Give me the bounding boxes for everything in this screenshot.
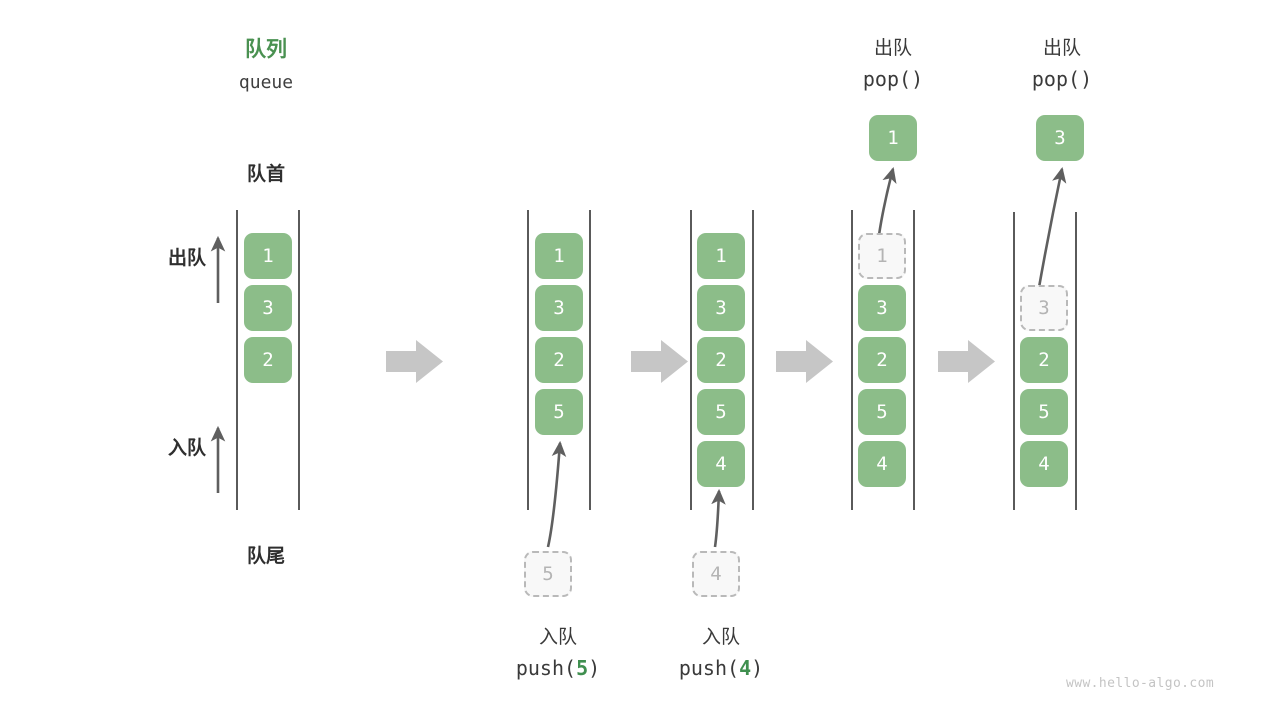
queue-cell: 3 (858, 285, 906, 331)
pop3-op-label-cn: 出队 (1042, 38, 1081, 59)
site-watermark: www.hello-algo.com (1066, 676, 1215, 691)
transition-arrow-3 (776, 340, 833, 383)
pop1-code-suffix: ) (911, 67, 924, 91)
queue-cell: 1 (697, 233, 745, 279)
push4-code-arg: 4 (739, 656, 752, 680)
queue-rail-right (752, 210, 754, 510)
enqueue-direction-label: 入队 (167, 438, 206, 459)
queue-cell-removed: 1 (858, 233, 906, 279)
queue-cell: 4 (858, 441, 906, 487)
push5-code-arg: 5 (576, 656, 589, 680)
queue-cell: 5 (1020, 389, 1068, 435)
queue-rail-left (851, 210, 853, 510)
queue-rail-left (690, 210, 692, 510)
queue-rail-right (298, 210, 300, 510)
queue-rail-right (1075, 212, 1077, 510)
queue-title-cn: 队列 (245, 38, 287, 61)
pop3-code-suffix: ) (1080, 67, 1093, 91)
pending-push-element: 4 (692, 551, 740, 597)
queue-rail-left (236, 210, 238, 510)
queue-cell: 2 (1020, 337, 1068, 383)
queue-cell: 2 (244, 337, 292, 383)
pop1-op-code: pop() (813, 67, 973, 91)
queue-cell: 5 (535, 389, 583, 435)
queue-cell: 4 (697, 441, 745, 487)
queue-cell: 3 (535, 285, 583, 331)
push-motion-arrow (546, 440, 567, 548)
push4-op-label-cn: 入队 (701, 627, 740, 648)
push4-code-suffix: ) (751, 656, 764, 680)
dequeue-direction-label: 出队 (167, 248, 206, 269)
queue-rail-right (589, 210, 591, 510)
transition-arrow-2 (631, 340, 688, 383)
push5-op-code: push(5) (478, 656, 638, 680)
queue-rail-left (1013, 212, 1015, 510)
popped-element: 1 (869, 115, 917, 161)
queue-cell: 5 (858, 389, 906, 435)
queue-cell: 4 (1020, 441, 1068, 487)
queue-cell: 2 (535, 337, 583, 383)
pop1-code-prefix: pop( (862, 67, 912, 91)
queue-cell: 3 (697, 285, 745, 331)
queue-cell: 1 (244, 233, 292, 279)
queue-cell-removed: 3 (1020, 285, 1068, 331)
push5-code-prefix: push( (515, 656, 577, 680)
queue-tail-label: 队尾 (246, 546, 285, 567)
transition-arrow-4 (938, 340, 995, 383)
push4-op-code: push(4) (641, 656, 801, 680)
push4-code-prefix: push( (678, 656, 740, 680)
direction-arrows (210, 235, 226, 493)
pop3-op-code: pop() (982, 67, 1142, 91)
queue-cell: 3 (244, 285, 292, 331)
queue-head-label: 队首 (246, 164, 285, 185)
queue-rail-left (527, 210, 529, 510)
queue-cell: 1 (535, 233, 583, 279)
pop1-op-label-cn: 出队 (873, 38, 912, 59)
queue-cell: 5 (697, 389, 745, 435)
queue-cell: 2 (858, 337, 906, 383)
push5-op-label-cn: 入队 (538, 627, 577, 648)
pending-push-element: 5 (524, 551, 572, 597)
pop3-code-prefix: pop( (1031, 67, 1081, 91)
popped-element: 3 (1036, 115, 1084, 161)
push-motion-arrow (711, 488, 726, 548)
queue-title-en: queue (238, 72, 294, 93)
push5-code-suffix: ) (588, 656, 601, 680)
queue-cell: 2 (697, 337, 745, 383)
queue-rail-right (913, 210, 915, 510)
transition-arrow-1 (386, 340, 443, 383)
pop-motion-arrow (1036, 166, 1067, 294)
